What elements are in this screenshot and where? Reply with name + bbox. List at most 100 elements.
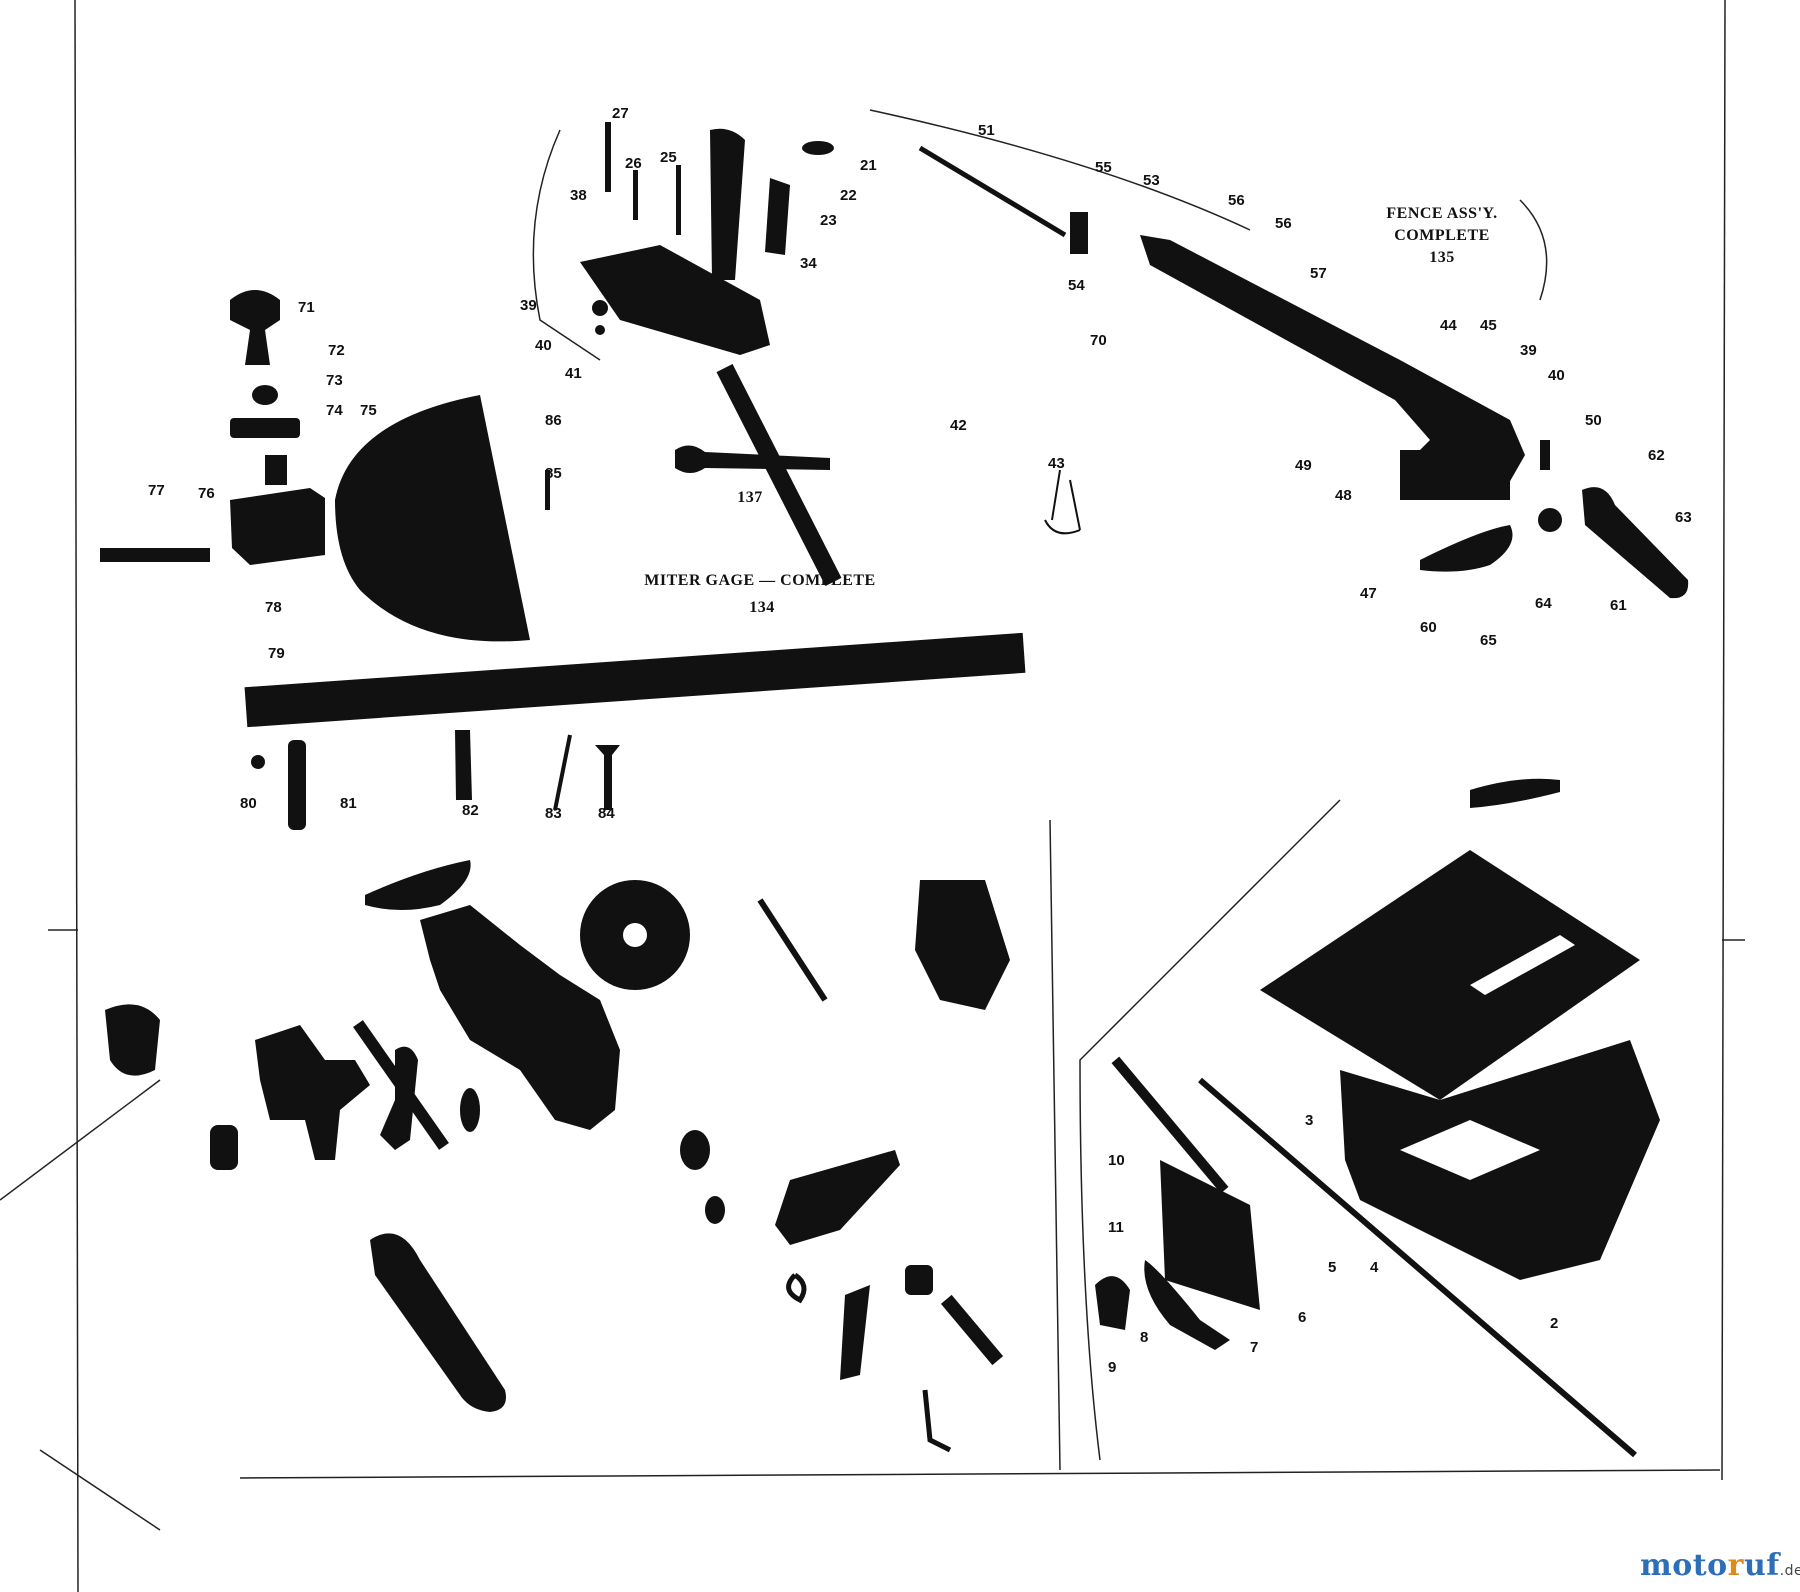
leaf-spring xyxy=(840,1285,870,1380)
label-11: 11 xyxy=(1108,1219,1124,1236)
label-10: 10 xyxy=(1108,1152,1125,1169)
part-labels: 27 26 25 21 22 23 38 34 39 40 41 42 43 5… xyxy=(148,105,1692,1376)
label-53: 53 xyxy=(1143,172,1160,189)
nut-80 xyxy=(251,755,265,769)
watermark-tld: .de xyxy=(1779,1563,1800,1579)
label-61: 61 xyxy=(1610,597,1627,614)
label-65: 65 xyxy=(1480,632,1497,649)
guard-plate xyxy=(365,860,471,910)
label-75: 75 xyxy=(360,402,377,419)
plate-73 xyxy=(230,418,300,438)
label-63: 63 xyxy=(1675,509,1692,526)
wrench-137 xyxy=(675,445,830,473)
miter-caption-number: 134 xyxy=(749,599,775,616)
arbor-assembly xyxy=(105,860,1010,1453)
motor-housing xyxy=(420,905,620,1130)
fence-handle-63 xyxy=(1582,487,1689,599)
guide-shaft xyxy=(353,1020,449,1150)
label-39b: 39 xyxy=(1520,342,1537,359)
label-38: 38 xyxy=(570,187,587,204)
screw-82 xyxy=(455,730,472,800)
knob-9 xyxy=(1095,1276,1130,1330)
motor-mount xyxy=(210,1125,238,1170)
bracket xyxy=(255,1025,370,1160)
pulley-small xyxy=(680,1130,710,1170)
watermark-part1: moto xyxy=(1640,1548,1728,1583)
block-78 xyxy=(230,488,325,565)
scan-frame xyxy=(0,0,1745,1592)
label-50: 50 xyxy=(1585,412,1602,429)
label-6: 6 xyxy=(1298,1309,1306,1326)
label-56: 56 xyxy=(1275,215,1292,232)
miter-rod xyxy=(716,363,842,587)
fence-caption-line1: FENCE ASS'Y. xyxy=(1386,205,1497,222)
label-58: 56 xyxy=(1228,192,1245,209)
label-64: 64 xyxy=(1535,595,1552,612)
screw-77 xyxy=(100,548,210,562)
label-39: 39 xyxy=(520,297,537,314)
knob-71 xyxy=(230,290,280,365)
label-48: 48 xyxy=(1335,487,1352,504)
pulley xyxy=(105,1004,160,1076)
pin-85 xyxy=(545,470,550,510)
spacer-50 xyxy=(1540,440,1550,470)
label-60: 60 xyxy=(1420,619,1437,636)
label-45: 45 xyxy=(1480,317,1497,334)
label-23: 23 xyxy=(820,212,837,229)
label-3: 3 xyxy=(1305,1112,1313,1129)
screw-27 xyxy=(605,122,611,192)
label-8: 8 xyxy=(1140,1329,1148,1346)
bushing xyxy=(905,1265,933,1295)
label-73: 73 xyxy=(326,372,343,389)
washer-21 xyxy=(802,141,834,155)
label-81: 81 xyxy=(340,795,357,812)
label-51: 51 xyxy=(978,122,995,139)
label-4: 4 xyxy=(1370,1259,1379,1276)
clamp-plate xyxy=(765,178,790,255)
blade-arbor-hole xyxy=(623,923,647,947)
rail-79 xyxy=(244,632,1026,728)
label-78: 78 xyxy=(265,599,282,616)
label-9: 9 xyxy=(1108,1359,1116,1376)
tension-plate xyxy=(775,1150,900,1245)
label-1: 1 xyxy=(1568,1249,1576,1266)
bolt-81 xyxy=(288,740,306,830)
label-86: 86 xyxy=(545,412,562,429)
table-base-assembly xyxy=(1095,778,1660,1458)
label-34: 34 xyxy=(800,255,817,272)
label-62: 62 xyxy=(1648,447,1665,464)
side-panel-8 xyxy=(1160,1160,1260,1310)
motoruf-watermark: motoruf.de xyxy=(1640,1548,1800,1583)
label-55: 55 xyxy=(1095,159,1112,176)
label-7: 7 xyxy=(1250,1339,1258,1356)
label-41: 41 xyxy=(565,365,582,382)
label-76: 76 xyxy=(198,485,215,502)
label-42: 42 xyxy=(950,417,967,434)
fence-clamp-head xyxy=(1400,450,1510,500)
label-85: 85 xyxy=(545,465,562,482)
washer-40 xyxy=(592,300,608,316)
watermark-part3: uf xyxy=(1743,1548,1780,1583)
label-84: 84 xyxy=(598,805,615,822)
fence-bar-57 xyxy=(1140,235,1525,500)
label-25: 25 xyxy=(660,149,677,166)
nut-41 xyxy=(595,325,605,335)
label-40b: 40 xyxy=(1548,367,1565,384)
table-slot xyxy=(1470,935,1575,995)
label-54: 54 xyxy=(1068,277,1085,294)
label-70: 70 xyxy=(1090,332,1107,349)
label-27: 27 xyxy=(612,105,629,122)
label-72: 72 xyxy=(328,342,345,359)
miter-gage-assembly xyxy=(580,122,1081,587)
label-5: 5 xyxy=(1328,1259,1336,1276)
fence-assembly xyxy=(918,145,1689,599)
fence-plate-67 xyxy=(1420,525,1513,572)
label-40: 40 xyxy=(535,337,552,354)
label-22: 22 xyxy=(840,187,857,204)
label-57: 57 xyxy=(1310,265,1327,282)
label-2: 2 xyxy=(1550,1315,1558,1332)
watermark-part2: r xyxy=(1727,1548,1744,1583)
screw-84 xyxy=(595,745,620,810)
lock-lever-55 xyxy=(1070,212,1088,254)
